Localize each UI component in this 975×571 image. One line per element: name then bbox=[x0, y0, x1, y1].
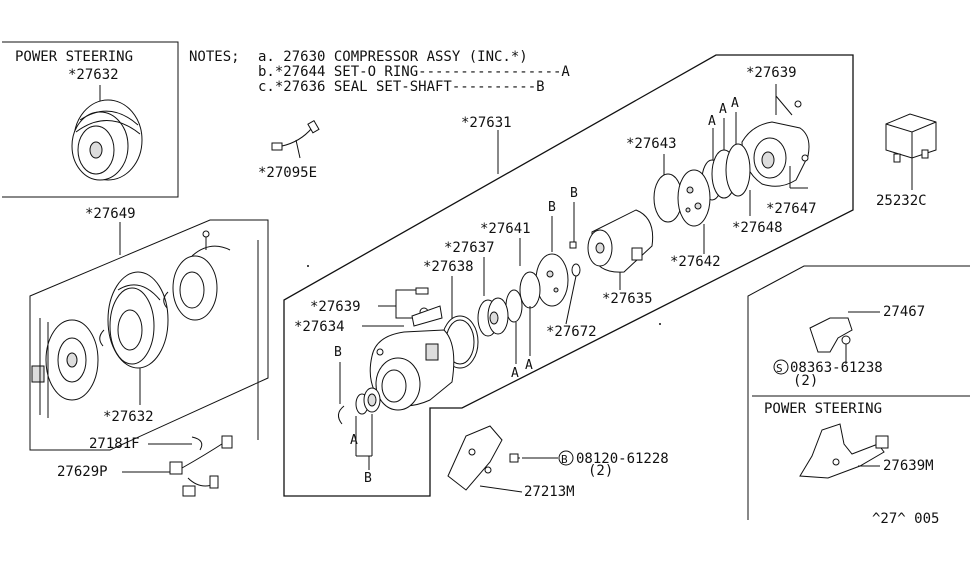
callout-27632-bottom[interactable]: *27632 bbox=[103, 409, 154, 425]
callout-08120-qty: (2) bbox=[588, 463, 613, 479]
callout-27181F[interactable]: 27181F bbox=[89, 436, 140, 452]
power-steering-inset: POWER STEERING *27632 bbox=[2, 41, 179, 198]
note-b: b.*27644 SET-O RING-----------------A bbox=[258, 64, 570, 80]
ps-label-bottom: POWER STEERING bbox=[764, 401, 882, 417]
callout-27632-top[interactable]: *27632 bbox=[68, 67, 119, 83]
letter-B-2: B bbox=[548, 200, 556, 215]
compressor-parts: *27639 *27647 A A A *27648 *27643 *2 bbox=[294, 65, 817, 486]
callout-27642[interactable]: *27642 bbox=[670, 254, 721, 270]
callout-27631[interactable]: *27631 bbox=[461, 115, 512, 131]
callout-27639-top[interactable]: *27639 bbox=[746, 65, 797, 81]
pulley-27632-top bbox=[71, 99, 143, 181]
bracket-27213M: B 08120-61228 (2) 27213M bbox=[447, 425, 669, 500]
notes-block: NOTES; a. 27630 COMPRESSOR ASSY (INC.*) … bbox=[189, 49, 570, 95]
bracket-27467-box: 27467 S 08363-61238 (2) bbox=[747, 265, 970, 520]
letter-B-1: B bbox=[570, 186, 578, 201]
notes-label: NOTES; bbox=[189, 49, 240, 65]
letter-A-2: A bbox=[719, 102, 727, 117]
callout-27213M[interactable]: 27213M bbox=[524, 484, 575, 500]
callout-27467[interactable]: 27467 bbox=[883, 304, 925, 320]
front-housing bbox=[369, 329, 455, 411]
callout-27649[interactable]: *27649 bbox=[85, 206, 136, 222]
callout-27647[interactable]: *27647 bbox=[766, 201, 817, 217]
callout-27641[interactable]: *27641 bbox=[480, 221, 531, 237]
clutch-plate bbox=[31, 318, 99, 418]
pulley-27632 bbox=[107, 271, 169, 369]
callout-27639M[interactable]: 27639M bbox=[883, 458, 934, 474]
callout-27634[interactable]: *27634 bbox=[294, 319, 345, 335]
callout-08120-61228[interactable]: 08120-61228 bbox=[576, 451, 669, 467]
wire-27095E: *27095E bbox=[258, 119, 320, 181]
field-coil bbox=[172, 230, 231, 321]
callout-27648[interactable]: *27648 bbox=[732, 220, 783, 236]
callout-27639-mid[interactable]: *27639 bbox=[310, 299, 361, 315]
callout-27638[interactable]: *27638 bbox=[423, 259, 474, 275]
diagram-ref-code: ^27^ 005 bbox=[872, 511, 939, 527]
harness: 27181F 27629P bbox=[57, 435, 233, 497]
callout-08363-qty: (2) bbox=[793, 373, 818, 389]
letter-A-3: A bbox=[731, 96, 739, 111]
rear-head bbox=[741, 121, 810, 187]
circled-S: S bbox=[776, 362, 783, 375]
note-c: c.*27636 SEAL SET-SHAFT----------B bbox=[258, 79, 545, 95]
callout-27643[interactable]: *27643 bbox=[626, 136, 677, 152]
circled-B: B bbox=[561, 453, 568, 466]
power-steering-bottom-box: POWER STEERING 27639M bbox=[752, 395, 970, 479]
letter-A-5: A bbox=[525, 358, 533, 373]
letter-B-4: B bbox=[364, 471, 372, 486]
letter-B-3: B bbox=[334, 345, 342, 360]
letter-A-4: A bbox=[511, 366, 519, 381]
clutch-assembly: *27649 *27632 bbox=[29, 206, 269, 451]
callout-27672[interactable]: *27672 bbox=[546, 324, 597, 340]
callout-27095E[interactable]: *27095E bbox=[258, 165, 317, 181]
cylinder-block bbox=[587, 209, 654, 273]
callout-08363-61238[interactable]: 08363-61238 bbox=[790, 360, 883, 376]
callout-27629P[interactable]: 27629P bbox=[57, 464, 108, 480]
callout-27637[interactable]: *27637 bbox=[444, 240, 495, 256]
callout-27635[interactable]: *27635 bbox=[602, 291, 653, 307]
letter-A-6: A bbox=[350, 433, 358, 448]
relay-25232C: 25232C bbox=[876, 113, 937, 209]
note-a: a. 27630 COMPRESSOR ASSY (INC.*) bbox=[258, 49, 528, 65]
letter-A-1: A bbox=[708, 114, 716, 129]
callout-25232C[interactable]: 25232C bbox=[876, 193, 927, 209]
compressor-frame: *27631 bbox=[283, 54, 854, 497]
inset-heading: POWER STEERING bbox=[15, 49, 133, 65]
